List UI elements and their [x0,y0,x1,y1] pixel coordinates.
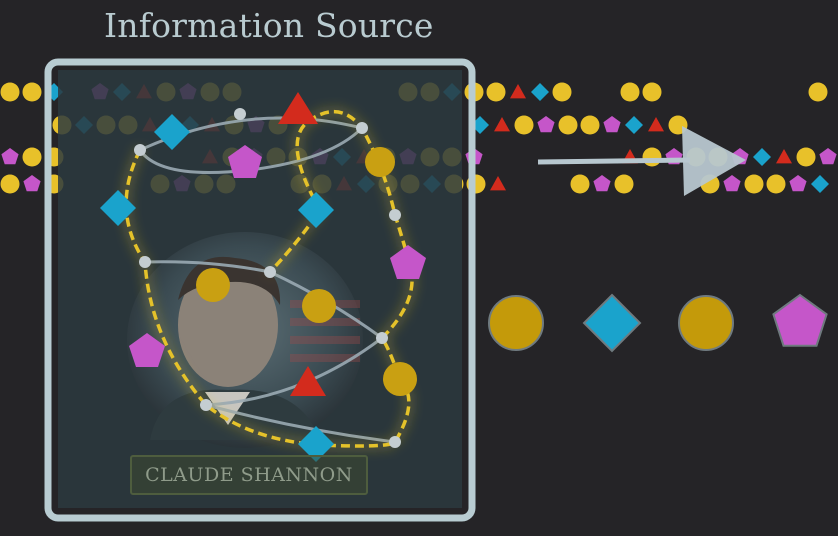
circle-symbol [766,174,786,194]
pentagon-symbol [819,148,837,165]
triangle-symbol [494,117,510,132]
circle-symbol [570,174,590,194]
diamond-symbol [298,192,334,228]
source-frame [44,58,476,522]
circle-symbol [614,174,634,194]
circle-symbol [642,82,662,102]
pentagon-symbol [723,175,741,192]
pentagon-symbol [23,175,41,192]
pentagon-symbol [603,116,621,133]
title: Information Source [104,6,434,45]
source-symbols [100,92,426,462]
circle-symbol [365,147,395,177]
triangle-symbol [490,176,506,191]
circle-symbol [302,289,336,323]
triangle-symbol [290,366,326,396]
circle-symbol [196,268,230,302]
circle-symbol [620,82,640,102]
triangle-symbol [776,149,792,164]
portrait-caption: CLAUDE SHANNON [130,455,368,495]
diamond-symbol [100,190,136,226]
circle-symbol [558,115,578,135]
triangle-symbol [648,117,664,132]
diamond-symbol [298,426,334,462]
transmit-arrow [537,126,746,196]
pentagon-symbol [772,293,828,347]
circle-symbol [552,82,572,102]
pentagon-symbol [129,333,165,367]
pentagon-symbol [537,116,555,133]
pentagon-symbol [1,148,19,165]
graph-nodes [134,108,401,448]
pentagon-symbol [390,245,426,279]
pentagon-symbol [593,175,611,192]
diamond-symbol [811,175,829,193]
circle-symbol [744,174,764,194]
pentagon-symbol [789,175,807,192]
diamond-symbol [582,293,642,353]
circle-symbol [0,174,20,194]
circle-symbol [488,295,544,351]
diamond-symbol [154,114,190,150]
circle-symbol [642,147,662,167]
diamond-symbol [531,83,549,101]
circle-symbol [580,115,600,135]
circle-symbol [796,147,816,167]
circle-symbol [383,362,417,396]
circle-symbol [808,82,828,102]
circle-symbol [22,82,42,102]
diamond-symbol [753,148,771,166]
pentagon-symbol [228,145,262,178]
circle-symbol [22,147,42,167]
diamond-symbol [625,116,643,134]
triangle-symbol [278,92,318,124]
output-symbol-sequence [488,293,828,353]
source-box [44,58,476,522]
circle-symbol [678,295,734,351]
circle-symbol [0,82,20,102]
circle-symbol [486,82,506,102]
circle-symbol [514,115,534,135]
triangle-symbol [510,84,526,99]
